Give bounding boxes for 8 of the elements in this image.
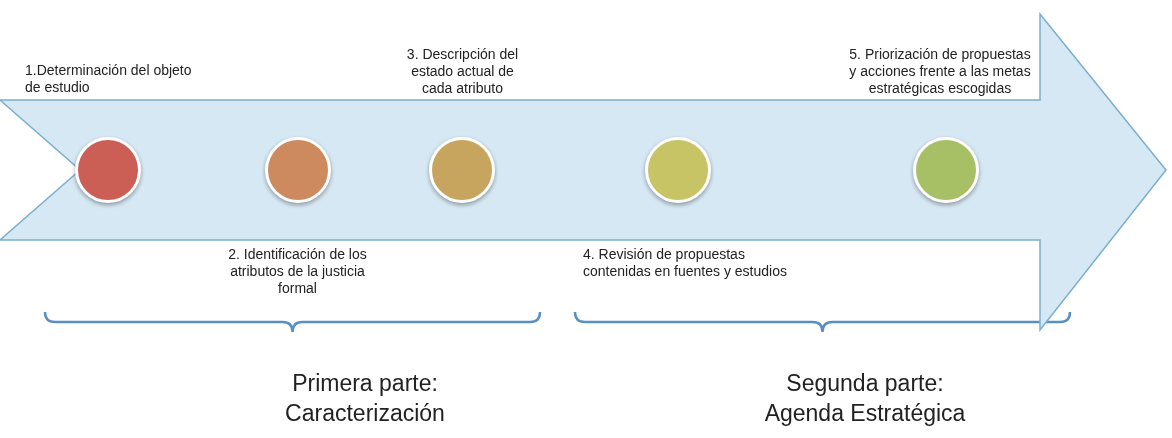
section-title: Primera parte: Caracterización — [284, 369, 446, 428]
step-label: 2. Identificación de los atributos de la justicia formal — [227, 246, 368, 297]
step-label: 4. Revisión de propuestas contenidas en fuentes y estudios — [583, 246, 788, 280]
timeline-arrow — [0, 12, 1168, 332]
step-label: 5. Priorización de propuestas y acciones frente a las metas estratégicas escogidas — [848, 46, 1032, 97]
section-title: Segunda parte: Agenda Estratégica — [763, 369, 967, 428]
step-label: 3. Descripción del estado actual de cada atributo — [405, 46, 520, 97]
step-label: 1.Determinación del objeto de estudio — [25, 62, 193, 96]
